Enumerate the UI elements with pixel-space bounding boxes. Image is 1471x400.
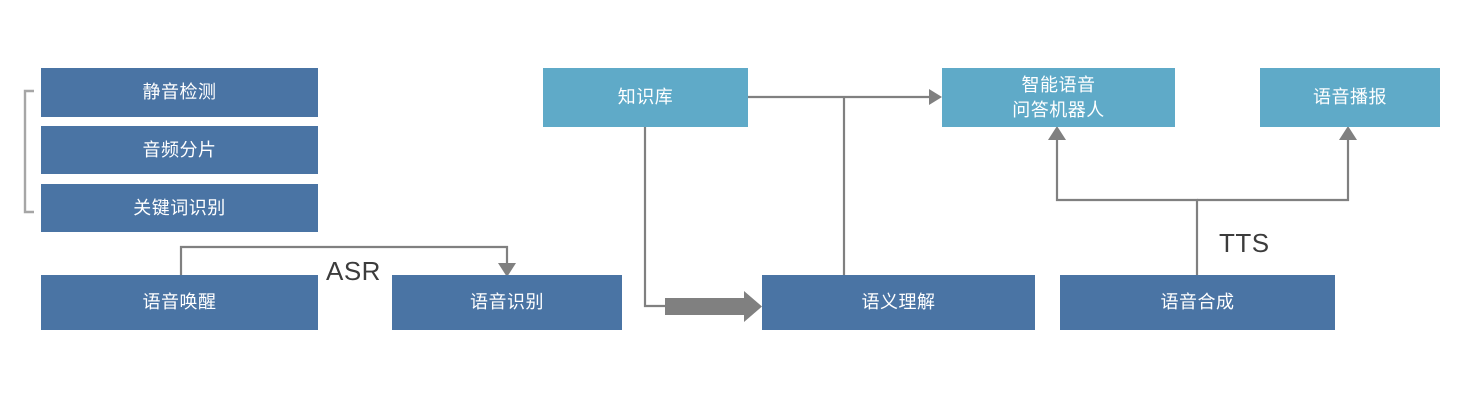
node-label: 关键词识别 — [133, 197, 226, 218]
node-silence-detection[interactable]: 静音检测 — [41, 68, 318, 117]
edge-label-asr: ASR — [326, 256, 381, 286]
node-voice-broadcast[interactable]: 语音播报 — [1260, 68, 1440, 127]
node-label: 语音唤醒 — [142, 292, 217, 313]
node-qa-robot[interactable]: 智能语音 问答机器人 — [942, 68, 1175, 127]
node-label: 音频分片 — [142, 139, 217, 160]
edge-kb-to-robot — [748, 89, 942, 105]
node-label: 智能语音 问答机器人 — [1012, 75, 1105, 120]
node-label: 语音播报 — [1313, 87, 1387, 108]
node-speech-recognition[interactable]: 语音识别 — [392, 275, 622, 330]
node-audio-segmentation[interactable]: 音频分片 — [41, 126, 318, 174]
edge-label-tts: TTS — [1219, 228, 1270, 258]
edge-tts-branch — [1048, 126, 1357, 275]
node-label: 语义理解 — [861, 292, 936, 313]
group-bracket — [23, 89, 34, 214]
node-label: 知识库 — [617, 87, 674, 108]
node-label: 语音识别 — [470, 292, 544, 313]
node-keyword-recognition[interactable]: 关键词识别 — [41, 184, 318, 232]
node-label: 语音合成 — [1160, 292, 1235, 313]
node-knowledge-base[interactable]: 知识库 — [543, 68, 748, 127]
node-semantic-understanding[interactable]: 语义理解 — [762, 275, 1035, 330]
node-voice-wakeup[interactable]: 语音唤醒 — [41, 275, 318, 330]
node-label: 静音检测 — [142, 82, 217, 103]
node-speech-synthesis[interactable]: 语音合成 — [1060, 275, 1335, 330]
edge-kb-to-nlu — [643, 127, 762, 322]
